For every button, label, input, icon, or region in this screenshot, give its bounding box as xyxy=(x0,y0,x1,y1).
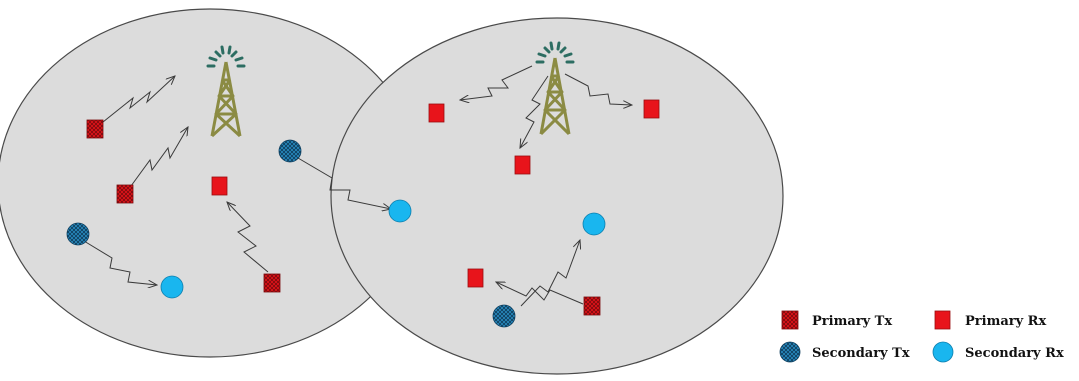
primary-rx-icon xyxy=(467,268,484,288)
secondary-tx-icon xyxy=(278,139,302,163)
legend-primary-tx-label: Primary Tx xyxy=(812,314,892,329)
link-arrow xyxy=(520,75,549,148)
link-arrow xyxy=(460,65,533,100)
link-arrow xyxy=(564,73,632,105)
secondary-rx-icon xyxy=(582,212,606,236)
legend: Primary Tx Primary Rx Secondary Tx Secon… xyxy=(779,310,1064,363)
primary-tx-icon xyxy=(583,296,601,316)
primary-rx-icon xyxy=(428,103,445,123)
link-arrow xyxy=(130,127,188,187)
secondary-tx-icon xyxy=(492,304,516,328)
primary-rx-icon xyxy=(514,155,531,175)
secondary-rx-icon xyxy=(388,199,412,223)
legend-primary-rx-label: Primary Rx xyxy=(965,314,1046,329)
link-arrow xyxy=(297,157,391,209)
legend-secondary-rx-icon xyxy=(932,341,954,363)
primary-rx-icon xyxy=(211,176,228,196)
link-arrow xyxy=(496,282,584,305)
cell-tower-icon xyxy=(206,45,246,138)
cell-tower-icon xyxy=(535,41,575,136)
legend-secondary-tx-label: Secondary Tx xyxy=(812,346,910,361)
legend-secondary-tx-icon xyxy=(779,341,801,363)
legend-secondary-rx-label: Secondary Rx xyxy=(965,346,1064,361)
link-arrow xyxy=(102,76,175,123)
legend-primary-tx-icon xyxy=(781,310,799,330)
secondary-tx-icon xyxy=(66,222,90,246)
legend-primary-rx-icon xyxy=(934,310,951,330)
primary-rx-icon xyxy=(643,99,660,119)
primary-tx-icon xyxy=(116,184,134,204)
link-arrow xyxy=(520,240,580,307)
link-arrow xyxy=(227,202,269,273)
primary-tx-icon xyxy=(86,119,104,139)
link-arrow xyxy=(83,240,157,285)
primary-tx-icon xyxy=(263,273,281,293)
secondary-rx-icon xyxy=(160,275,184,299)
